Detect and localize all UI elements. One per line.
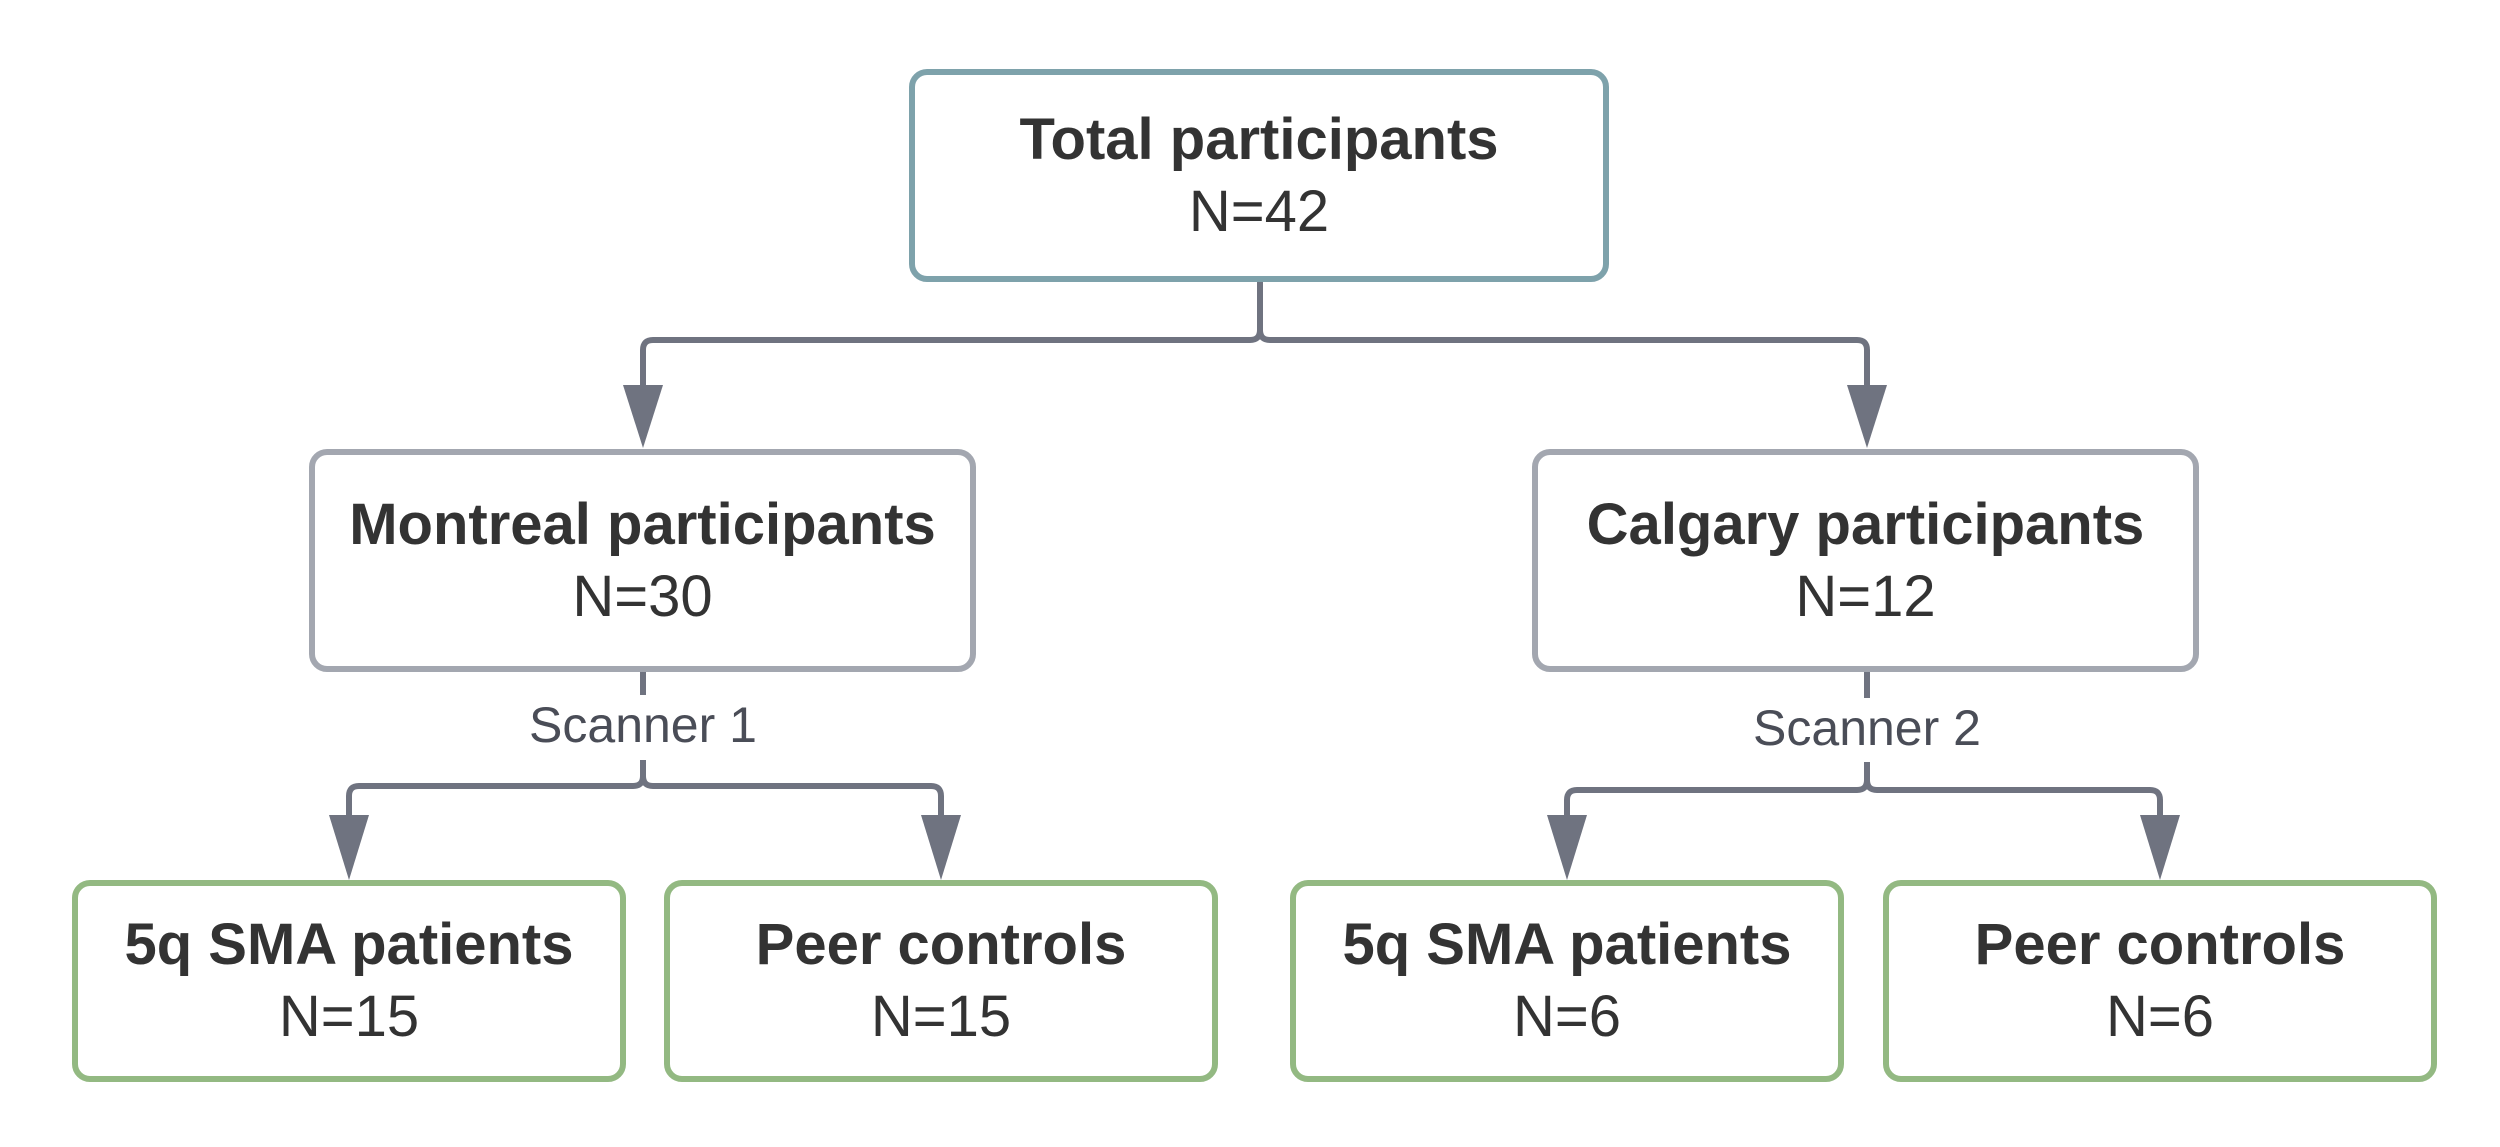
node-title: Total participants xyxy=(1019,106,1499,172)
node-count: N=15 xyxy=(870,984,1012,1049)
node-montreal-participants: Montreal participants N=30 xyxy=(309,449,976,672)
connector-root-to-montreal xyxy=(640,280,1263,400)
node-title: Peer controls xyxy=(755,912,1127,977)
node-count: N=30 xyxy=(572,563,713,629)
arrowhead-montreal-sma xyxy=(329,815,369,880)
node-title: Montreal participants xyxy=(349,491,936,557)
connector-montreal-to-controls xyxy=(640,760,944,815)
arrowhead-calgary-sma xyxy=(1547,815,1587,880)
scanner-label-calgary: Scanner 2 xyxy=(1749,698,1985,758)
connector-montreal-to-sma xyxy=(346,760,646,815)
node-title: 5q SMA patients xyxy=(124,912,574,977)
node-count: N=6 xyxy=(1512,984,1621,1049)
node-calgary-sma-patients: 5q SMA patients N=6 xyxy=(1290,880,1844,1082)
node-calgary-peer-controls: Peer controls N=6 xyxy=(1883,880,2437,1082)
node-title: 5q SMA patients xyxy=(1342,912,1792,977)
connector-root-to-calgary xyxy=(1257,280,1870,400)
node-count: N=42 xyxy=(1188,178,1330,244)
scanner-label-montreal: Scanner 1 xyxy=(525,695,761,755)
node-title: Peer controls xyxy=(1974,912,2346,977)
node-montreal-peer-controls: Peer controls N=15 xyxy=(664,880,1218,1082)
node-title: Calgary participants xyxy=(1586,491,2145,557)
arrowhead-calgary xyxy=(1847,385,1887,448)
node-total-participants: Total participants N=42 xyxy=(909,69,1609,282)
node-montreal-sma-patients: 5q SMA patients N=15 xyxy=(72,880,626,1082)
connector-calgary-to-sma xyxy=(1564,762,1870,815)
arrowhead-calgary-controls xyxy=(2140,815,2180,880)
connector-calgary-to-controls xyxy=(1864,762,2163,815)
node-count: N=6 xyxy=(2105,984,2214,1049)
node-count: N=12 xyxy=(1795,563,1936,629)
arrowhead-montreal-controls xyxy=(921,815,961,880)
node-calgary-participants: Calgary participants N=12 xyxy=(1532,449,2199,672)
arrowhead-montreal xyxy=(623,385,663,448)
node-count: N=15 xyxy=(278,984,420,1049)
